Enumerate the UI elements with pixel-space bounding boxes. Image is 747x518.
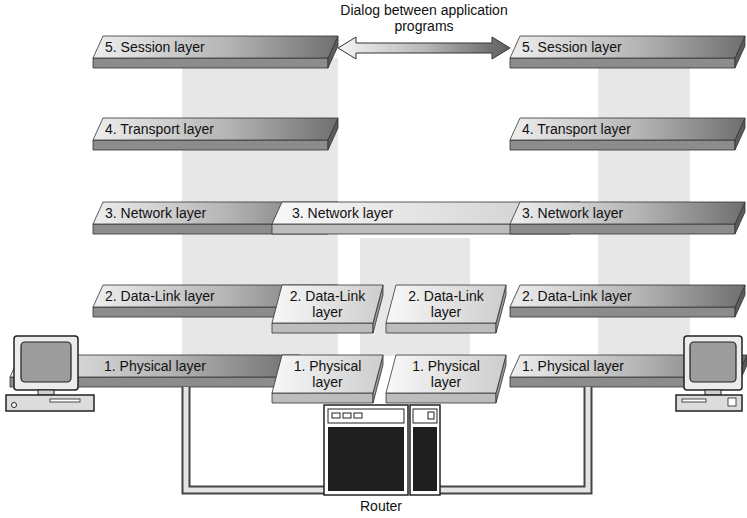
dialog-arrow <box>338 37 510 59</box>
layer-slab: 1. Physical layer <box>386 355 506 403</box>
layer-name: 3. Network layer <box>510 205 745 221</box>
layer-slab: 2. Data-Link layer <box>510 285 745 317</box>
arrow-label: Dialog between application programs <box>324 2 524 34</box>
layer-name: 1. Physical layer <box>272 358 383 390</box>
slab-top <box>93 118 338 140</box>
slab-top <box>386 355 506 393</box>
layer-slab: 5. Session layer <box>510 36 745 68</box>
slab-front <box>93 58 328 68</box>
computer-icon <box>676 336 742 411</box>
layer-name: 4. Transport layer <box>510 121 745 137</box>
slab-top <box>510 202 745 224</box>
layer-slab: 2. Data-Link layer <box>386 285 506 333</box>
layer-slab: 1. Physical layer <box>272 355 383 403</box>
slab-front <box>510 58 735 68</box>
slab-top <box>510 36 745 58</box>
layer-name: 1. Physical layer <box>10 358 300 374</box>
layer-name: 4. Transport layer <box>93 121 338 137</box>
slab-front <box>386 393 496 403</box>
layer-slab: 4. Transport layer <box>93 118 338 150</box>
slab-top <box>510 285 745 307</box>
router-icon <box>324 405 440 495</box>
layer-name: 2. Data-Link layer <box>510 288 745 304</box>
slab-front <box>510 224 735 234</box>
slab-front <box>386 323 496 333</box>
slab-front <box>510 140 735 150</box>
layer-slab: 3. Network layer <box>510 202 745 234</box>
layer-name: 2. Data-Link layer <box>272 288 383 320</box>
slab-top <box>386 285 506 323</box>
slab-top <box>93 36 338 58</box>
layer-slab: 4. Transport layer <box>510 118 745 150</box>
computer-icon <box>6 336 94 411</box>
slab-top <box>272 285 383 323</box>
layer-slab: 2. Data-Link layer <box>272 285 383 333</box>
layer-name: 5. Session layer <box>510 39 745 55</box>
slab-front <box>272 323 373 333</box>
layer-name: 5. Session layer <box>93 39 338 55</box>
network-cable <box>430 387 588 490</box>
layer-name: 1. Physical layer <box>386 358 506 390</box>
device-label: Router <box>341 498 421 514</box>
slab-top <box>272 355 383 393</box>
layer-name: 1. Physical layer <box>510 358 747 374</box>
slab-front <box>93 140 328 150</box>
network-cable <box>186 387 340 490</box>
slab-top <box>510 118 745 140</box>
layer-name: 2. Data-Link layer <box>386 288 506 320</box>
layer-slab: 5. Session layer <box>93 36 338 68</box>
slab-front <box>272 393 373 403</box>
slab-front <box>510 307 735 317</box>
